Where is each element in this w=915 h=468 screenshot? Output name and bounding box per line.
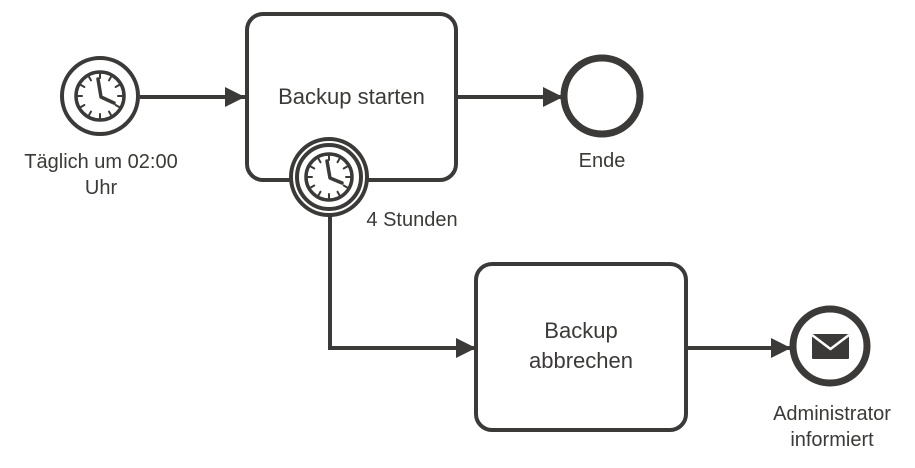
task-backup-abbrechen[interactable] (474, 262, 688, 432)
timer-boundary-event[interactable] (289, 137, 369, 217)
task-backup-starten-label: Backup starten (247, 82, 456, 112)
clock-icon (74, 70, 126, 122)
message-end-event[interactable] (789, 305, 871, 387)
timer-start-label: Täglich um 02:00 Uhr (8, 149, 194, 201)
timer-start-label-line1: Täglich um 02:00 (24, 151, 178, 173)
timer-start-event[interactable] (60, 56, 140, 136)
timer-boundary-label: 4 Stunden (356, 207, 468, 233)
task-backup-abbrechen-label: Backup abbrechen (476, 316, 686, 376)
message-end-label: Administrator informiert (757, 401, 907, 453)
timer-start-label-line2: Uhr (84, 177, 118, 199)
timer-boundary-text: 4 Stunden (366, 209, 458, 231)
task-backup-abbrechen-line2: abbrechen (529, 348, 633, 373)
task-backup-abbrechen-line1: Backup (544, 318, 618, 343)
end-event-label: Ende (552, 148, 652, 174)
end-event-text: Ende (578, 150, 626, 172)
end-event[interactable] (560, 54, 644, 138)
message-end-label-line2: informiert (790, 429, 874, 451)
flow-boundary-to-backup-abbrechen[interactable] (328, 213, 476, 358)
task-backup-starten-text: Backup starten (278, 84, 425, 109)
envelope-icon (811, 334, 850, 359)
clock-icon (304, 152, 354, 202)
message-end-label-line1: Administrator (773, 403, 891, 425)
